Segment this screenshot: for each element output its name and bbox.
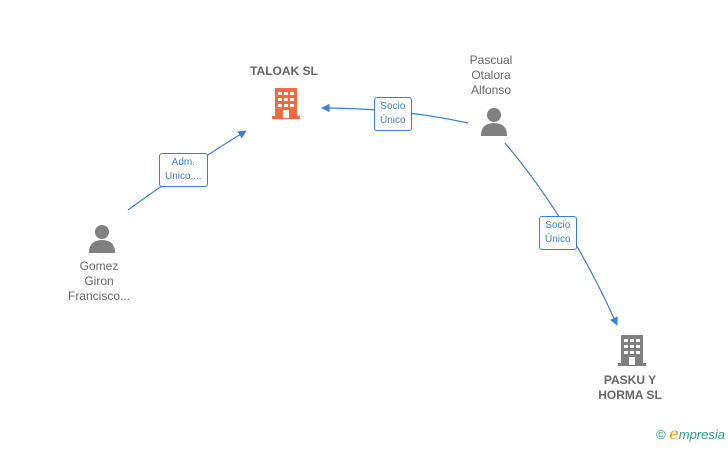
node-pasku-label[interactable]: PASKU Y HORMA SL [580, 373, 680, 403]
edge-label-line-1: Adm. [171, 157, 196, 168]
edge-label-line-1: Socio [545, 220, 571, 231]
node-taloak-line-1: TALOAK SL [250, 64, 318, 78]
node-gomez-label[interactable]: Gomez Giron Francisco... [54, 259, 144, 304]
building-icon[interactable] [616, 332, 648, 368]
person-icon[interactable] [479, 106, 509, 136]
node-gomez-line-1: Gomez [79, 259, 119, 273]
edge-label-line-1: Socio [380, 101, 406, 112]
node-taloak-label[interactable]: TALOAK SL [234, 64, 334, 79]
edge-label-pascual-taloak[interactable]: Socio Único [374, 97, 412, 131]
edge-label-line-2: Único [380, 115, 406, 126]
edge-label-gomez-taloak[interactable]: Adm. Unico,... [159, 153, 208, 187]
node-pasku-line-2: HORMA SL [598, 388, 662, 402]
edge-label-pascual-pasku[interactable]: Socio Único [539, 216, 577, 250]
node-pasku-line-1: PASKU Y [603, 373, 657, 387]
empresia-watermark: © empresia [656, 424, 725, 443]
edge-label-line-2: Único [545, 234, 571, 245]
copyright-symbol: © [656, 427, 666, 442]
brand-name: mpresia [678, 427, 725, 442]
node-gomez-line-3: Francisco... [67, 289, 130, 303]
node-gomez-line-2: Giron [84, 274, 114, 288]
node-pascual-label[interactable]: Pascual Otalora Alfonso [446, 53, 536, 98]
node-pascual-line-3: Alfonso [470, 83, 512, 97]
brand-initial: e [669, 424, 679, 443]
building-icon[interactable] [270, 85, 302, 121]
person-icon[interactable] [87, 223, 117, 253]
edge-label-line-2: Unico,... [165, 171, 202, 182]
node-pascual-line-2: Otalora [471, 68, 511, 82]
node-pascual-line-1: Pascual [469, 53, 513, 67]
